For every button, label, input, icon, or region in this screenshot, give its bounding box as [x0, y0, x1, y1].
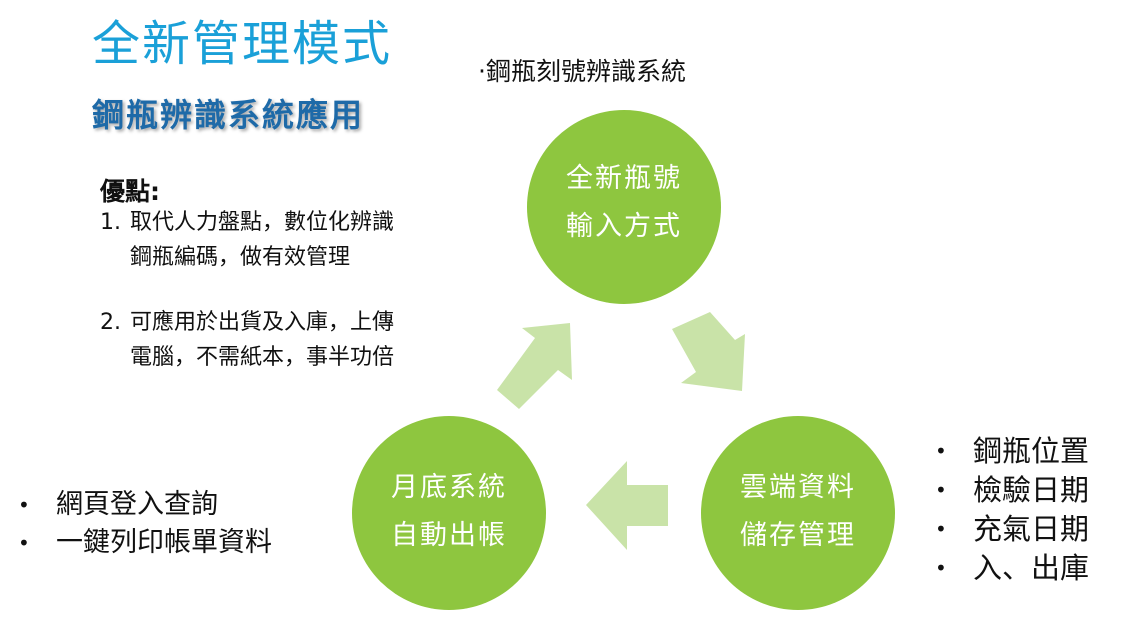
- list-item: • 檢驗日期: [935, 471, 1089, 510]
- cycle-arrow-top-to-right: [672, 312, 745, 391]
- list-item-text: 網頁登入查詢: [56, 489, 218, 520]
- node-label-line: 雲端資料: [740, 472, 856, 503]
- cycle-node-left-label: 月底系統 自動出帳: [353, 464, 545, 560]
- page-subtitle: 鋼瓶辨識系統應用: [92, 96, 365, 134]
- bullet-icon: •: [935, 439, 947, 463]
- node-label-line: 輸入方式: [566, 211, 682, 242]
- billing-features-list: • 網頁登入查詢 • 一鍵列印帳單資料: [18, 486, 272, 562]
- system-name-note: ‧鋼瓶刻號辨識系統: [478, 57, 686, 86]
- advantage-item: 1. 取代人力盤點，數位化辨識 鋼瓶編碼，做有效管理: [100, 205, 480, 277]
- advantage-item: 2. 可應用於出貨及入庫，上傳 電腦，不需紙本，事半功倍: [100, 305, 480, 377]
- bullet-icon: •: [935, 517, 947, 541]
- bullet-icon: •: [18, 493, 30, 517]
- cycle-arrow-left-to-top: [497, 323, 572, 409]
- bullet-icon: •: [935, 556, 947, 580]
- cycle-arrow-right-to-left: [586, 461, 668, 550]
- advantage-line: 電腦，不需紙本，事半功倍: [130, 345, 395, 370]
- advantage-number: 2.: [100, 310, 121, 335]
- bullet-icon: •: [18, 531, 30, 555]
- cloud-features-list: • 鋼瓶位置 • 檢驗日期 • 充氣日期 • 入、出庫: [935, 432, 1089, 588]
- list-item-text: 鋼瓶位置: [973, 434, 1090, 468]
- list-item-text: 檢驗日期: [973, 473, 1090, 507]
- advantage-line: 可應用於出貨及入庫，上傳: [130, 310, 395, 335]
- list-item: • 鋼瓶位置: [935, 432, 1089, 471]
- bullet-icon: •: [935, 478, 947, 502]
- cycle-node-right: [701, 416, 895, 610]
- node-label-line: 自動出帳: [391, 520, 507, 551]
- list-item-text: 一鍵列印帳單資料: [56, 527, 272, 558]
- list-item: • 網頁登入查詢: [18, 486, 272, 524]
- advantage-number: 1.: [100, 210, 121, 235]
- advantage-line: 鋼瓶編碼，做有效管理: [130, 245, 351, 270]
- node-label-line: 儲存管理: [740, 520, 856, 551]
- node-label-line: 月底系統: [391, 472, 507, 503]
- cycle-node-top-label: 全新瓶號 輸入方式: [528, 155, 720, 251]
- advantages-heading: 優點:: [100, 177, 160, 206]
- advantage-line: 取代人力盤點，數位化辨識: [130, 210, 395, 235]
- list-item: • 入、出庫: [935, 549, 1089, 588]
- cycle-node-right-label: 雲端資料 儲存管理: [702, 464, 894, 560]
- node-label-line: 全新瓶號: [566, 163, 682, 194]
- cycle-node-left: [352, 416, 546, 610]
- list-item: • 充氣日期: [935, 510, 1089, 549]
- list-item: • 一鍵列印帳單資料: [18, 524, 272, 562]
- page-title: 全新管理模式: [92, 16, 393, 72]
- list-item-text: 充氣日期: [973, 512, 1090, 546]
- cycle-node-top: [527, 110, 721, 304]
- list-item-text: 入、出庫: [973, 551, 1090, 585]
